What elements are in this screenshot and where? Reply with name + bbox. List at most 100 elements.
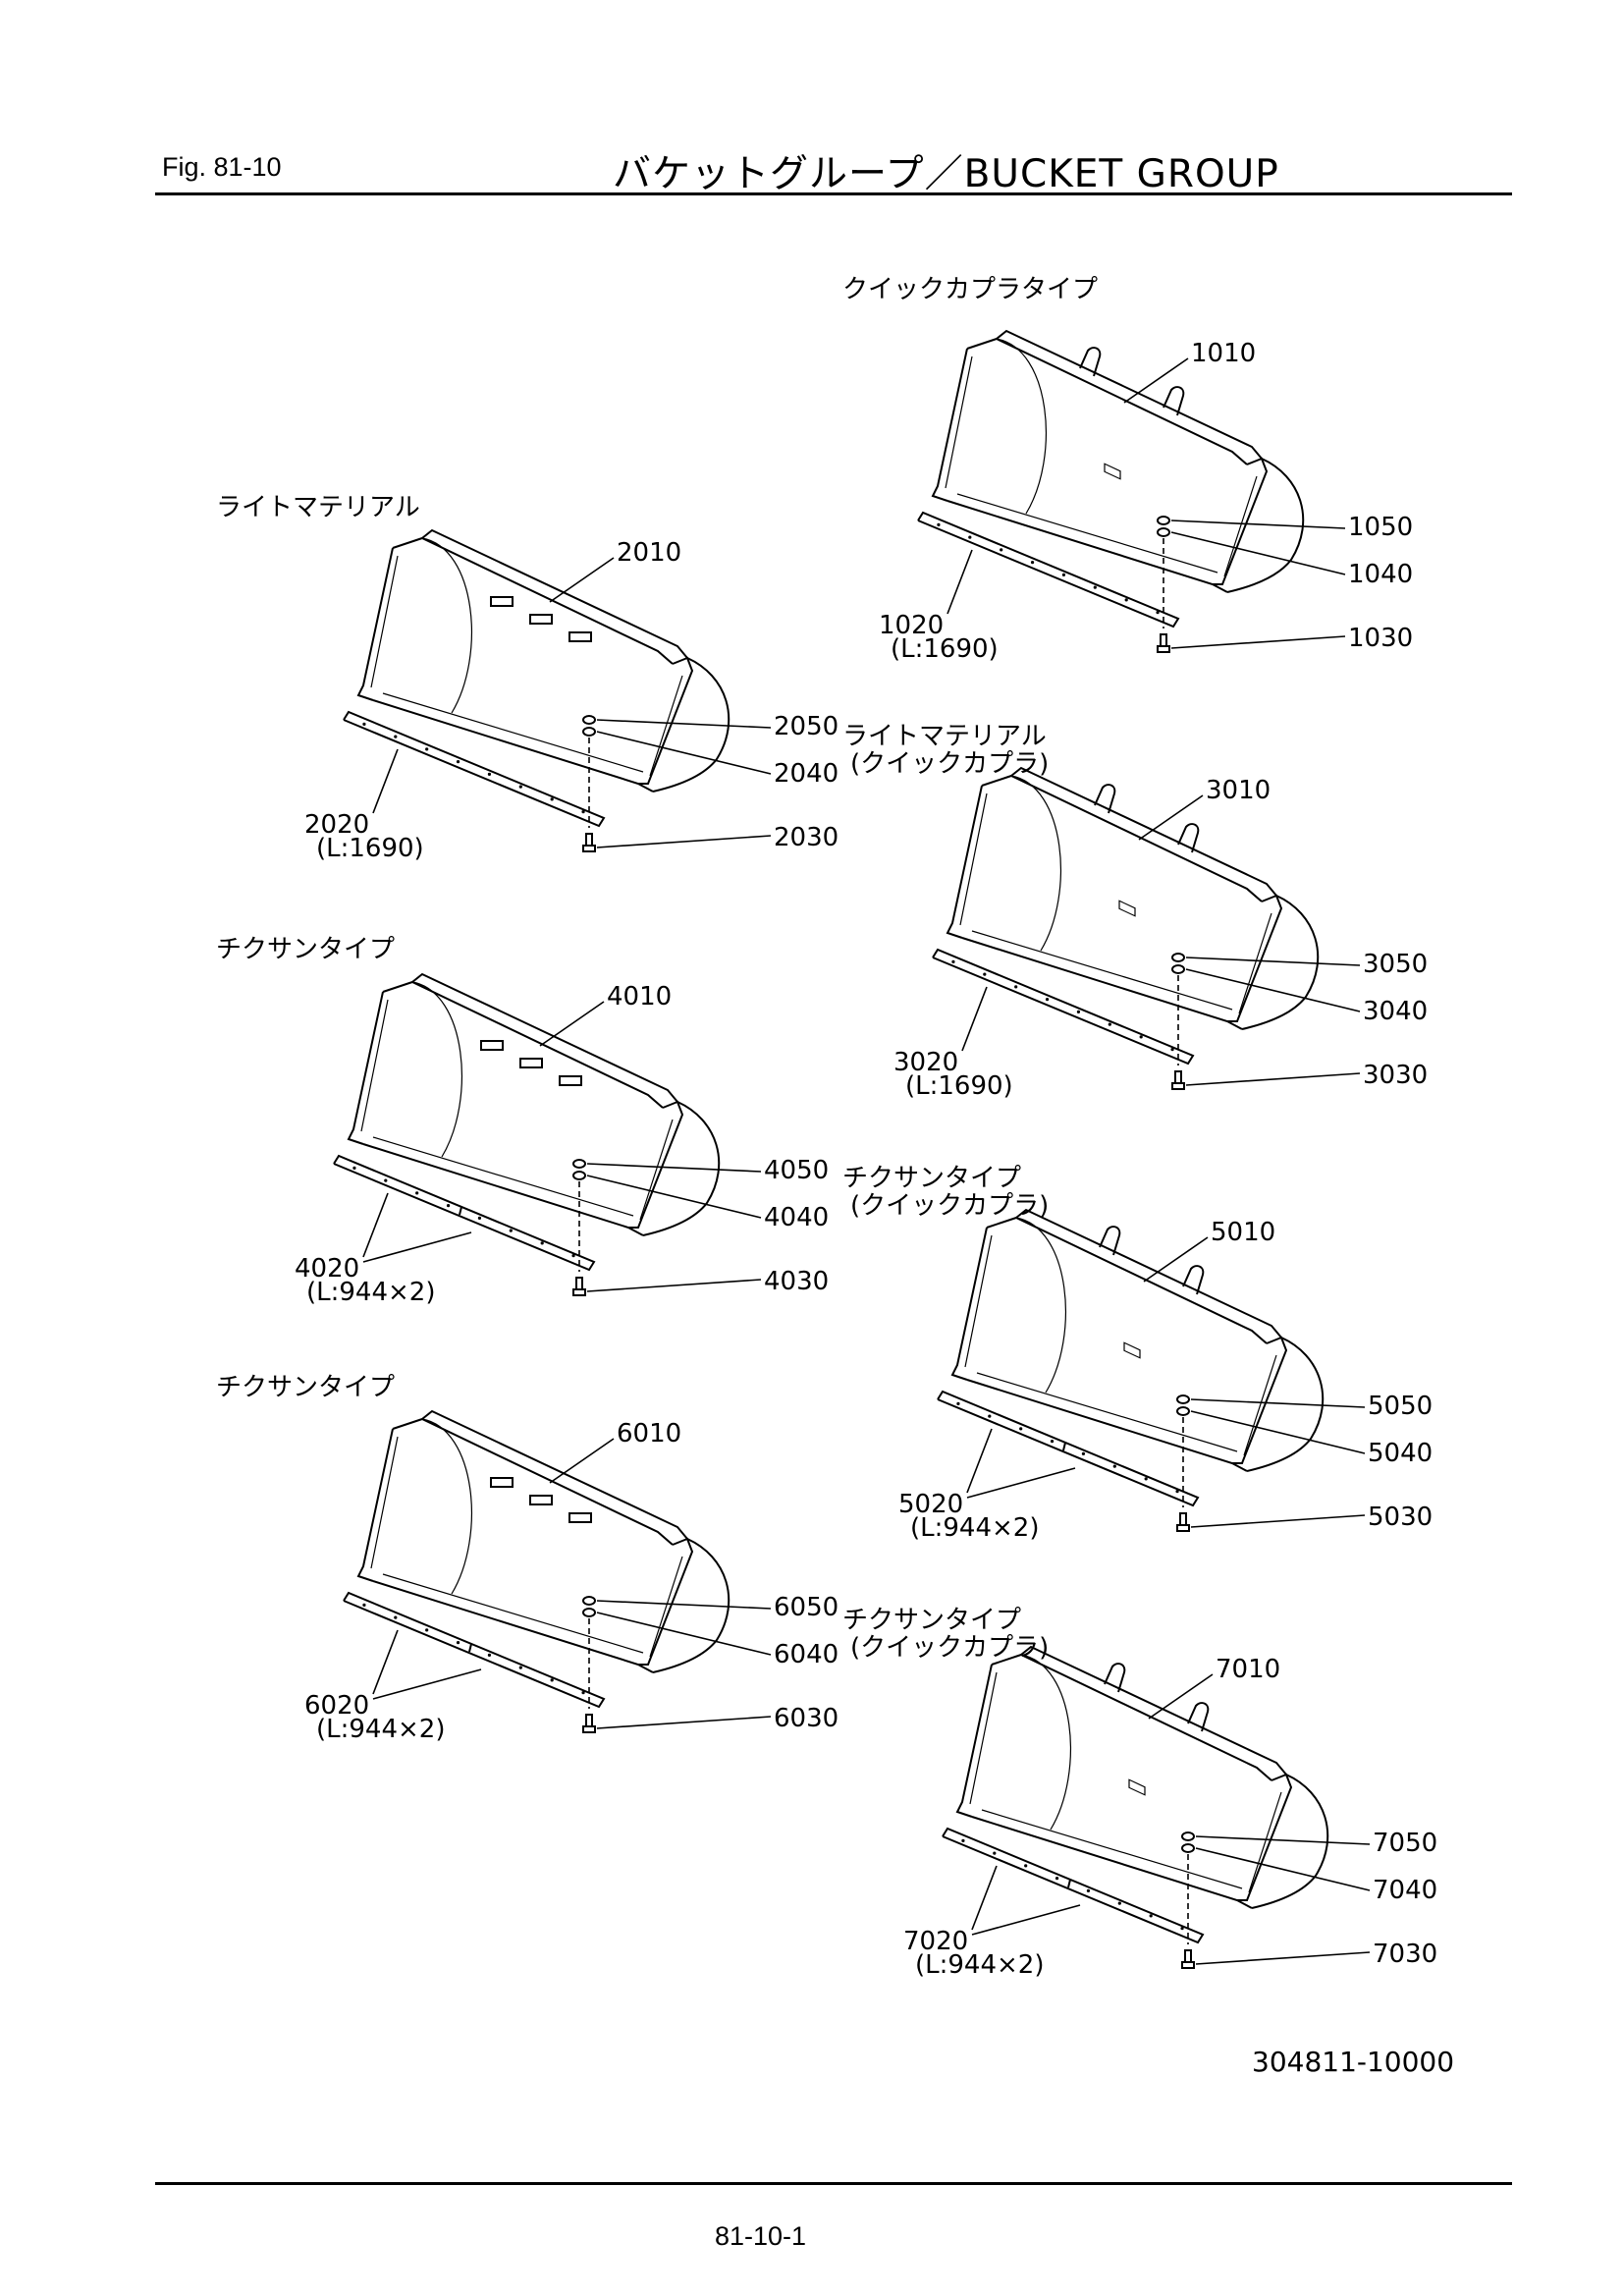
edge-bolt-hole-5 [487, 772, 492, 776]
edge-length-note: (L:1690) [905, 1071, 1013, 1101]
bucket-lip-inner [981, 1809, 1243, 1889]
coupler-bracket [1104, 463, 1121, 480]
edge-length-note: (L:1690) [316, 834, 424, 863]
bucket-lip-inner [971, 930, 1233, 1011]
bucket-right-curve [1226, 458, 1305, 593]
coupler-hook-1 [1094, 784, 1116, 814]
edge-bolt-hole-8 [1175, 1490, 1179, 1494]
leader-bolt [1195, 1951, 1371, 1965]
part-number-washer: 2040 [774, 759, 839, 789]
part-number-edge: 5020 [898, 1490, 964, 1519]
bucket-top-plate [421, 528, 688, 659]
edge-bolt-hole-6 [518, 1666, 522, 1669]
bucket-shell-curve [1010, 775, 1061, 952]
bucket-back-edge [392, 536, 674, 665]
coupler-hook-1 [1104, 1663, 1126, 1693]
leader-nut [596, 1600, 772, 1610]
bucket-lip-inner [372, 1136, 634, 1217]
group-caption: クイックカプラタイプ [842, 275, 1099, 304]
edge-bolt-hole-5 [1076, 1010, 1081, 1013]
group-caption: チクサンタイプ [842, 1606, 1022, 1635]
bucket-left-side [946, 785, 983, 939]
edge-bolt-hole-3 [425, 747, 429, 751]
edge-plate [343, 710, 606, 828]
edge-bolt-hole-2 [988, 1414, 992, 1418]
leader-bolt [1185, 1072, 1361, 1086]
part-number-bucket: 4010 [607, 982, 673, 1011]
bucket-right-side [638, 1537, 694, 1666]
nut-icon [572, 1159, 586, 1169]
part-number-edge: 2020 [304, 810, 370, 840]
leader-bucket [1123, 357, 1189, 404]
bucket-back-edge [981, 774, 1263, 902]
edge-plate [333, 1154, 596, 1272]
leader-bucket [1148, 1673, 1214, 1720]
washer-icon [1171, 964, 1185, 974]
edge-bolt-hole-3 [1000, 548, 1003, 552]
bucket-right-inner [1243, 1354, 1277, 1456]
edge-bolt-hole-1 [352, 1166, 356, 1170]
bucket-assembly-3010 [932, 766, 1361, 1090]
mount-boss-1 [490, 1477, 514, 1488]
leader-nut [596, 719, 772, 729]
bucket-right-curve [652, 1538, 730, 1673]
part-number-edge: 6020 [304, 1691, 370, 1721]
leader-edge [961, 986, 988, 1052]
leader-nut [1185, 957, 1361, 966]
nut-icon [1171, 953, 1185, 962]
bucket-top-plate [1020, 1645, 1287, 1776]
part-number-nut: 7050 [1373, 1829, 1438, 1858]
part-number-bolt: 1030 [1348, 624, 1414, 653]
edge-bolt-hole-3 [415, 1191, 419, 1195]
leader-bucket [549, 557, 615, 603]
leader-edge-2 [966, 1467, 1076, 1499]
bucket-right-curve [1246, 1337, 1325, 1472]
leader-edge-2 [362, 1231, 472, 1263]
bucket-right-inner [639, 1119, 674, 1221]
coupler-bracket [1118, 900, 1136, 917]
edge-bolt-hole-4 [1045, 998, 1050, 1002]
bucket-top-plate [1015, 1208, 1282, 1339]
group-caption: ライトマテリアル [842, 722, 1047, 751]
bucket-right-inner [649, 1556, 683, 1658]
bucket-right-curve [1241, 895, 1320, 1030]
edge-bolt-hole-2 [993, 1851, 997, 1855]
bucket-left-inner [969, 1671, 998, 1805]
washer-icon [1181, 1843, 1195, 1853]
edge-bolt-hole-1 [937, 522, 941, 526]
leader-washer [596, 731, 772, 775]
washer-icon [572, 1171, 586, 1180]
edge-bolt-hole-8 [1180, 1927, 1184, 1931]
edge-bolt-hole-3 [1024, 1864, 1028, 1868]
bucket-top-plate [1010, 766, 1277, 897]
leader-washer [1190, 1410, 1366, 1454]
edge-length-note: (L:944×2) [316, 1715, 446, 1744]
part-number-edge: 3020 [893, 1048, 959, 1077]
bucket-right-side [1237, 1773, 1293, 1901]
bucket-lip-inner [956, 493, 1218, 574]
bucket-lip-inner [382, 692, 644, 773]
group-caption: チクサンタイプ [216, 935, 396, 964]
bucket-shell-curve [421, 537, 472, 714]
bucket-left-side [955, 1664, 993, 1818]
bucket-right-curve [652, 657, 730, 793]
edge-plate [932, 948, 1195, 1066]
leader-washer [1170, 531, 1346, 575]
mount-boss-2 [529, 1495, 553, 1505]
bucket-back-edge [392, 1417, 674, 1546]
edge-bolt-hole-8 [581, 1691, 585, 1695]
edge-split-line [468, 1643, 472, 1653]
edge-bolt-hole-5 [1061, 573, 1066, 576]
bucket-right-side [628, 1100, 684, 1229]
leader-nut [586, 1163, 762, 1173]
bucket-lip [971, 1816, 1253, 1909]
leader-edge [372, 748, 399, 814]
part-number-bucket: 5010 [1211, 1218, 1276, 1247]
coupler-bracket [1123, 1341, 1141, 1359]
bucket-right-inner [1248, 1791, 1282, 1893]
edge-bolt-hole-8 [571, 1254, 575, 1258]
edge-bolt-hole-2 [983, 972, 987, 976]
edge-bolt-hole-7 [1144, 1477, 1148, 1481]
edge-plate [343, 1591, 606, 1709]
